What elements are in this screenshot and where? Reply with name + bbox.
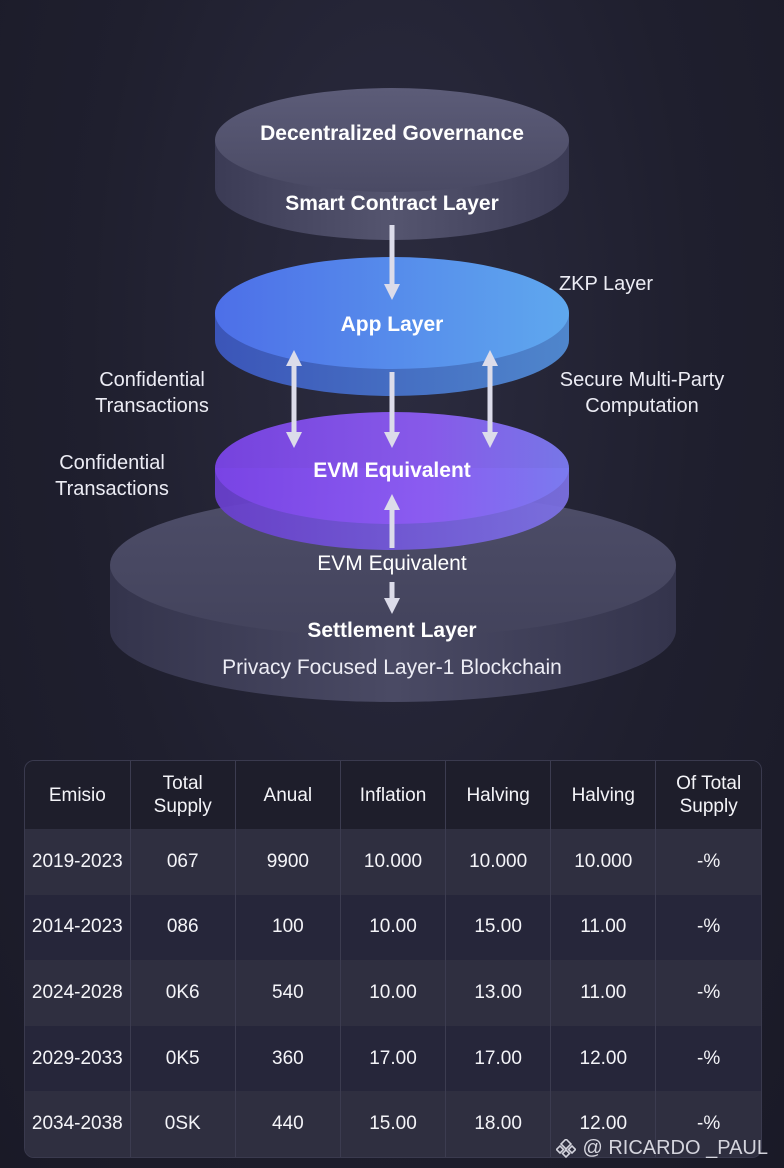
cell-anual: 9900 xyxy=(235,829,340,895)
cell-total-supply: 0SK xyxy=(130,1091,235,1157)
cell-halving-2: 11.00 xyxy=(551,960,656,1026)
diamond-logo-icon xyxy=(556,1139,576,1159)
cell-total-supply: 067 xyxy=(130,829,235,895)
confidential-transactions-lower-line2: Transactions xyxy=(55,478,169,500)
cell-emisio: 2034-2038 xyxy=(25,1091,130,1157)
secure-mpc-label-line2: Computation xyxy=(585,395,698,417)
cell-inflation: 10.00 xyxy=(340,960,445,1026)
cell-halving-2: 12.00 xyxy=(551,1026,656,1092)
cell-of-total-supply: -% xyxy=(656,960,761,1026)
table-header-row: Emisio Total Supply Anual Inflation Halv… xyxy=(25,761,761,829)
header-halving-1: Halving xyxy=(446,761,551,829)
cell-emisio: 2014-2023 xyxy=(25,895,130,961)
settlement-layer-label: Settlement Layer xyxy=(307,619,476,642)
cell-anual: 100 xyxy=(235,895,340,961)
cell-halving-1: 13.00 xyxy=(446,960,551,1026)
cell-anual: 540 xyxy=(235,960,340,1026)
cell-anual: 360 xyxy=(235,1026,340,1092)
cell-halving-1: 15.00 xyxy=(446,895,551,961)
watermark: @ RICARDO _PAUL xyxy=(556,1137,768,1160)
header-anual: Anual xyxy=(235,761,340,829)
cell-anual: 440 xyxy=(235,1091,340,1157)
emission-table-container: Emisio Total Supply Anual Inflation Halv… xyxy=(24,760,762,1158)
header-halving-2: Halving xyxy=(551,761,656,829)
header-inflation: Inflation xyxy=(340,761,445,829)
watermark-text: @ RICARDO _PAUL xyxy=(582,1137,768,1160)
cell-of-total-supply: -% xyxy=(656,1026,761,1092)
cell-emisio: 2024-2028 xyxy=(25,960,130,1026)
cell-halving-1: 10.000 xyxy=(446,829,551,895)
secure-mpc-label-line1: Secure Multi-Party xyxy=(560,369,725,391)
privacy-blockchain-label: Privacy Focused Layer-1 Blockchain xyxy=(222,656,562,679)
confidential-transactions-upper-line1: Confidential xyxy=(99,369,205,391)
smart-contract-label: Smart Contract Layer xyxy=(285,192,499,215)
header-emisio: Emisio xyxy=(25,761,130,829)
top-layer-disc xyxy=(215,88,569,240)
cell-halving-1: 18.00 xyxy=(446,1091,551,1157)
cell-inflation: 10.000 xyxy=(340,829,445,895)
cell-halving-2: 10.000 xyxy=(551,829,656,895)
evm-layer-label: EVM Equivalent xyxy=(313,459,471,482)
cell-of-total-supply: -% xyxy=(656,829,761,895)
cell-total-supply: 086 xyxy=(130,895,235,961)
base-evm-label: EVM Equivalent xyxy=(317,552,467,575)
cell-halving-2: 11.00 xyxy=(551,895,656,961)
emission-table: Emisio Total Supply Anual Inflation Halv… xyxy=(25,761,761,1157)
cell-of-total-supply: -% xyxy=(656,895,761,961)
confidential-transactions-lower-line1: Confidential xyxy=(59,452,165,474)
layer-stack-diagram: Decentralized Governance Smart Contract … xyxy=(0,0,784,730)
confidential-transactions-upper-line2: Transactions xyxy=(95,395,209,417)
header-total-supply: Total Supply xyxy=(130,761,235,829)
cell-emisio: 2029-2033 xyxy=(25,1026,130,1092)
cell-inflation: 17.00 xyxy=(340,1026,445,1092)
cell-halving-1: 17.00 xyxy=(446,1026,551,1092)
cell-emisio: 2019-2023 xyxy=(25,829,130,895)
governance-label: Decentralized Governance xyxy=(260,122,524,145)
header-of-total-supply: Of Total Supply xyxy=(656,761,761,829)
cell-inflation: 15.00 xyxy=(340,1091,445,1157)
cell-total-supply: 0K6 xyxy=(130,960,235,1026)
app-layer-label: App Layer xyxy=(341,313,444,336)
cell-total-supply: 0K5 xyxy=(130,1026,235,1092)
zkp-layer-label: ZKP Layer xyxy=(559,273,653,295)
cell-inflation: 10.00 xyxy=(340,895,445,961)
